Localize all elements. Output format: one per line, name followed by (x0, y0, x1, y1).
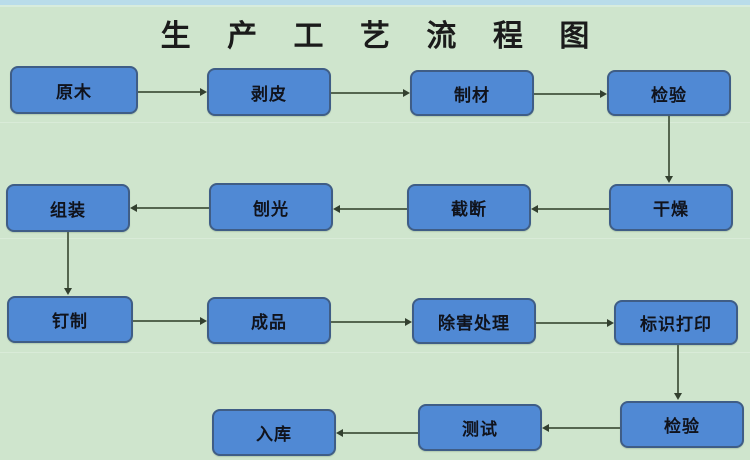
page-title: 生 产 工 艺 流 程 图 (160, 19, 603, 54)
node-chuhai-chuli[interactable]: 除害处理 (412, 298, 536, 344)
background-guide-line (0, 238, 750, 239)
background-guide-line (0, 352, 750, 353)
arrowhead-down-icon (674, 393, 682, 400)
node-dingzhi[interactable]: 钉制 (7, 296, 133, 343)
arrowhead-right-icon (200, 317, 207, 325)
edge-zhicai-to-jianyan (534, 93, 600, 95)
node-ganzao[interactable]: 干燥 (609, 184, 733, 231)
arrowhead-left-icon (130, 204, 137, 212)
node-jieduan[interactable]: 截断 (407, 184, 531, 231)
arrowhead-right-icon (607, 319, 614, 327)
arrowhead-right-icon (600, 90, 607, 98)
node-ceshi[interactable]: 测试 (418, 404, 542, 451)
node-zuzhuang[interactable]: 组装 (6, 184, 130, 232)
background-guide-line (0, 122, 750, 123)
edge-chengpin-to-chuhai (331, 321, 405, 323)
node-jianyan-2[interactable]: 检验 (620, 401, 744, 448)
edge-yuanmu-to-bopi (138, 91, 200, 93)
arrowhead-right-icon (403, 89, 410, 97)
edge-jianyan-to-ceshi (549, 427, 620, 429)
arrowhead-left-icon (336, 429, 343, 437)
node-jianyan-1[interactable]: 检验 (607, 70, 731, 116)
arrowhead-left-icon (333, 205, 340, 213)
arrowhead-down-icon (64, 288, 72, 295)
arrowhead-right-icon (200, 88, 207, 96)
edge-paoguang-to-zuzhuang (137, 207, 209, 209)
edge-bopi-to-zhicai (331, 92, 403, 94)
node-ruku[interactable]: 入库 (212, 409, 336, 456)
arrowhead-left-icon (542, 424, 549, 432)
edge-biaoshi-to-jianyan (677, 345, 679, 393)
edge-ceshi-to-ruku (343, 432, 418, 434)
node-chengpin[interactable]: 成品 (207, 297, 331, 344)
top-band-shadow (0, 5, 750, 7)
arrowhead-left-icon (531, 205, 538, 213)
edge-chuhai-to-biaoshi (536, 322, 607, 324)
node-zhicai[interactable]: 制材 (410, 70, 534, 116)
node-yuanmu[interactable]: 原木 (10, 66, 138, 114)
edge-zuzhuang-to-dingzhi (67, 232, 69, 288)
node-biaoshi-dayin[interactable]: 标识打印 (614, 300, 738, 345)
node-bopi[interactable]: 剥皮 (207, 68, 331, 116)
arrowhead-down-icon (665, 176, 673, 183)
node-paoguang[interactable]: 刨光 (209, 183, 333, 231)
edge-dingzhi-to-chengpin (133, 320, 200, 322)
edge-ganzao-to-jieduan (538, 208, 609, 210)
edge-jianyan-to-ganzao (668, 116, 670, 176)
edge-jieduan-to-paoguang (340, 208, 407, 210)
top-band (0, 0, 750, 5)
arrowhead-right-icon (405, 318, 412, 326)
